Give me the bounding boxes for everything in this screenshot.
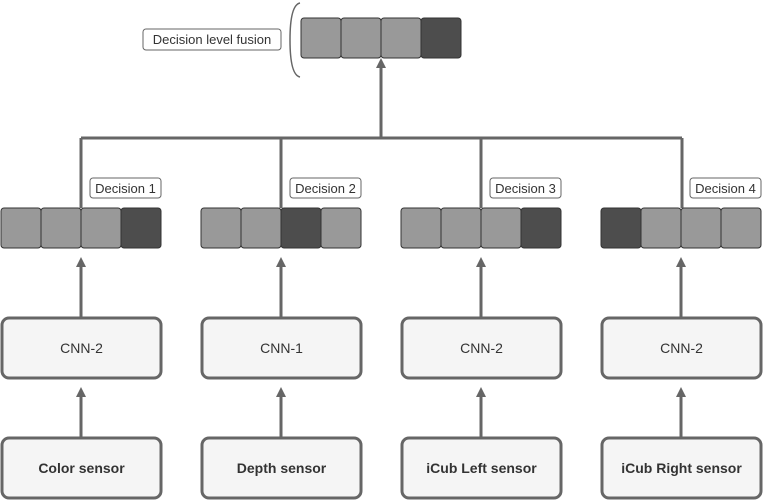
- fusion-cell-4: [420, 17, 462, 59]
- decision-2-cell-3: [280, 207, 322, 249]
- fusion-cell-1: [300, 17, 342, 59]
- decision-1-cell-3: [80, 207, 122, 249]
- cnn-label-4: CNN-2: [660, 340, 703, 356]
- fusion-decision-vector: [300, 17, 462, 59]
- decision-1-vector: [0, 207, 162, 249]
- fusion-group: Decision level fusion: [142, 2, 462, 78]
- sensor-box-1: [0, 436, 163, 500]
- decision-1-label: Decision 1: [95, 181, 156, 196]
- decision-2-cell-4: [320, 207, 362, 249]
- fusion-connector: [81, 58, 682, 140]
- decision-4-cell-3: [680, 207, 722, 249]
- decision-3-label: Decision 3: [495, 181, 556, 196]
- fusion-brace: [289, 2, 301, 78]
- fusion-label-box: [142, 28, 282, 51]
- decision-1-label-box: [89, 177, 162, 199]
- sensor-label-1: Color sensor: [38, 460, 125, 476]
- decision-3-vector: [400, 207, 562, 249]
- cnn-box-2: [200, 316, 363, 380]
- branch-2: Decision 2 CNN-1 Depth sensor: [200, 138, 363, 500]
- decision-2-vector: [200, 207, 362, 249]
- branch-1: Decision 1 CNN-2 Color sensor: [0, 138, 163, 500]
- decision-3-cell-4: [520, 207, 562, 249]
- decision-2-cell-2: [240, 207, 282, 249]
- branch-4: Decision 4 CNN-2 iCub Right sensor: [600, 138, 763, 500]
- decision-2-label: Decision 2: [295, 181, 356, 196]
- sensor-box-3: [400, 436, 563, 500]
- decision-4-label-box: [689, 177, 762, 199]
- decision-4-cell-4: [720, 207, 762, 249]
- decision-3-cell-3: [480, 207, 522, 249]
- decision-4-cell-2: [640, 207, 682, 249]
- decision-4-vector: [600, 207, 762, 249]
- sensor-label-3: iCub Left sensor: [426, 460, 537, 476]
- decision-3-label-box: [489, 177, 562, 199]
- cnn-box-3: [400, 316, 563, 380]
- sensor-label-4: iCub Right sensor: [621, 460, 742, 476]
- decision-4-label: Decision 4: [695, 181, 756, 196]
- decision-1-cell-1: [0, 207, 42, 249]
- cnn-box-1: [0, 316, 163, 380]
- cnn-box-4: [600, 316, 763, 380]
- decision-4-cell-1: [600, 207, 642, 249]
- decision-1-cell-4: [120, 207, 162, 249]
- cnn-label-1: CNN-2: [60, 340, 103, 356]
- decision-2-label-box: [289, 177, 362, 199]
- sensor-box-2: [200, 436, 363, 500]
- fusion-cell-2: [340, 17, 382, 59]
- cnn-label-2: CNN-1: [260, 340, 303, 356]
- decision-1-cell-2: [40, 207, 82, 249]
- decision-3-cell-1: [400, 207, 442, 249]
- sensor-box-4: [600, 436, 763, 500]
- fusion-cell-3: [380, 17, 422, 59]
- decision-2-cell-1: [200, 207, 242, 249]
- cnn-label-3: CNN-2: [460, 340, 503, 356]
- fusion-label: Decision level fusion: [153, 32, 272, 47]
- branch-3: Decision 3 CNN-2 iCub Left sensor: [400, 138, 563, 500]
- sensor-label-2: Depth sensor: [237, 460, 327, 476]
- decision-3-cell-2: [440, 207, 482, 249]
